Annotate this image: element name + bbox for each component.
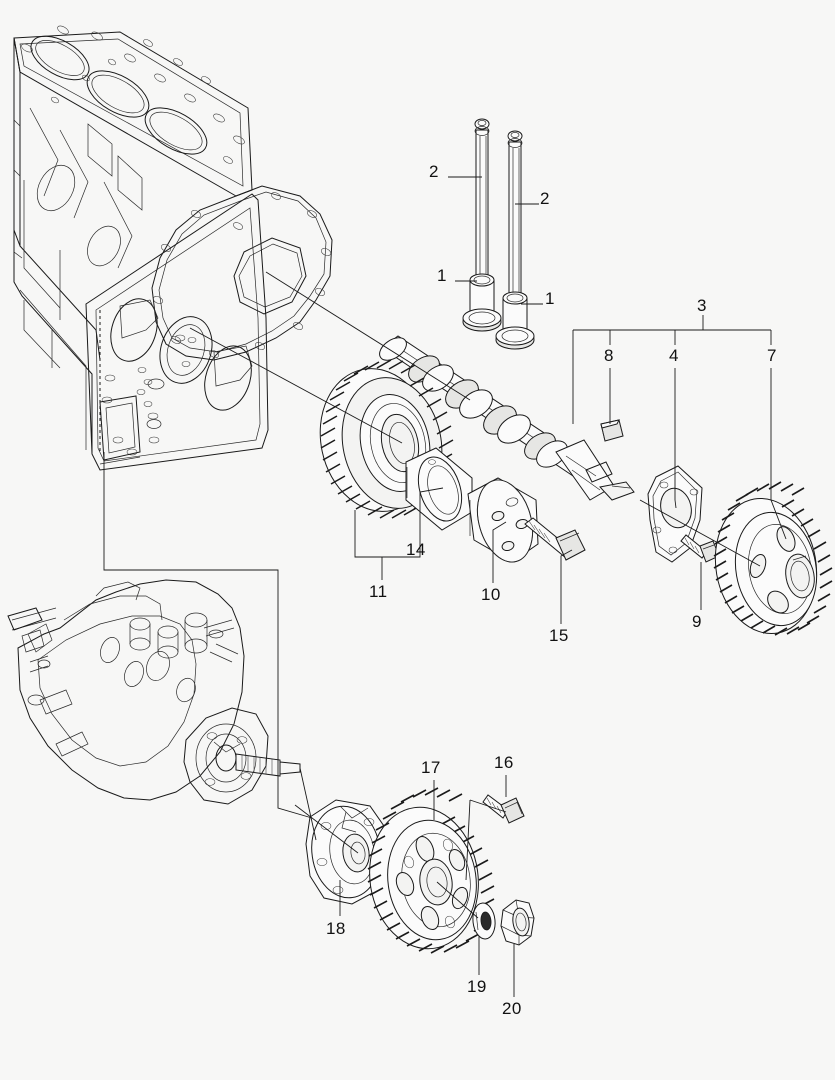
callout-8: 8 (604, 346, 614, 365)
timing-gear-teeth (713, 481, 833, 636)
callout-1-right: 1 (545, 289, 555, 308)
injection-pump-gear (367, 787, 495, 954)
hex-nut (500, 899, 535, 946)
camshaft-illustration (379, 335, 635, 501)
valve-tappet-right (495, 291, 535, 350)
woodruff-key (600, 419, 624, 442)
callout-2-right: 2 (540, 189, 550, 208)
callout-4: 4 (669, 346, 679, 365)
pump-gear-flange-bolt (482, 794, 525, 824)
callout-18: 18 (326, 919, 346, 938)
callout-14: 14 (406, 540, 426, 559)
engine-block-illustration (13, 25, 333, 471)
callout-19: 19 (467, 977, 487, 996)
push-rod-right (507, 130, 523, 343)
pump-gear-teeth (367, 787, 495, 954)
callout-20: 20 (502, 999, 522, 1018)
callout-2-left: 2 (429, 162, 439, 181)
camshaft-timing-gear (713, 481, 833, 636)
callout-15: 15 (549, 626, 569, 645)
leader-lines (99, 176, 787, 997)
thrust-plate-bolt (680, 534, 720, 563)
idler-gear-hub (467, 477, 539, 563)
plain-washer (472, 902, 496, 940)
callout-9: 9 (692, 612, 702, 631)
callout-7: 7 (767, 346, 777, 365)
idler-hub-bolt (524, 517, 586, 561)
callout-10: 10 (481, 585, 501, 604)
callout-3: 3 (697, 296, 707, 315)
callout-17: 17 (421, 758, 441, 777)
callout-1-left: 1 (437, 266, 447, 285)
injection-pump-illustration (7, 579, 301, 805)
callout-16: 16 (494, 753, 514, 772)
idler-gear (319, 359, 454, 519)
idler-gear-bushing (405, 447, 473, 531)
pump-drive-hub (305, 799, 389, 905)
callout-11: 11 (369, 582, 388, 601)
valve-tappet-left (462, 273, 502, 332)
